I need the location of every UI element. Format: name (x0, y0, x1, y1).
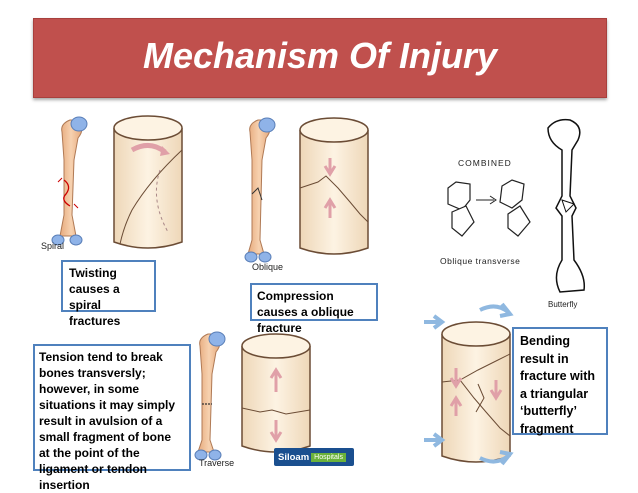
traverse-cylinder-illustration (241, 333, 311, 453)
bending-caption: Bending result in fracture with a triang… (512, 327, 608, 436)
oblique-label: Oblique (252, 262, 284, 272)
combined-fracture-illustration (447, 179, 531, 237)
title-banner: Mechanism Of Injury (33, 18, 607, 98)
traverse-femur-illustration (194, 331, 226, 461)
spiral-cylinder-illustration (113, 115, 183, 249)
oblique-transverse-label: Oblique transverse (440, 256, 521, 266)
compression-caption: Compression causes a oblique fracture (250, 283, 378, 335)
bending-cylinder-illustration (424, 302, 514, 466)
butterfly-bone-illustration (547, 118, 586, 293)
spiral-label: Spiral (41, 241, 65, 251)
diagram-artwork (51, 115, 586, 466)
butterfly-label: Butterfly (548, 300, 578, 309)
oblique-cylinder-illustration (299, 117, 369, 255)
logo-name: Siloam (278, 451, 310, 463)
oblique-femur-illustration (244, 117, 276, 263)
twisting-caption: Twisting causes a spiral fractures (61, 260, 156, 328)
tension-caption: Tension tend to break bones transversly;… (33, 344, 191, 492)
spiral-femur-illustration (51, 116, 88, 246)
combined-label: COMBINED (458, 158, 512, 168)
siloam-hospitals-logo: Siloam Hospitals (274, 448, 354, 466)
logo-sub: Hospitals (311, 452, 346, 462)
page-title: Mechanism Of Injury (142, 35, 498, 76)
traverse-label: Traverse (199, 458, 235, 468)
